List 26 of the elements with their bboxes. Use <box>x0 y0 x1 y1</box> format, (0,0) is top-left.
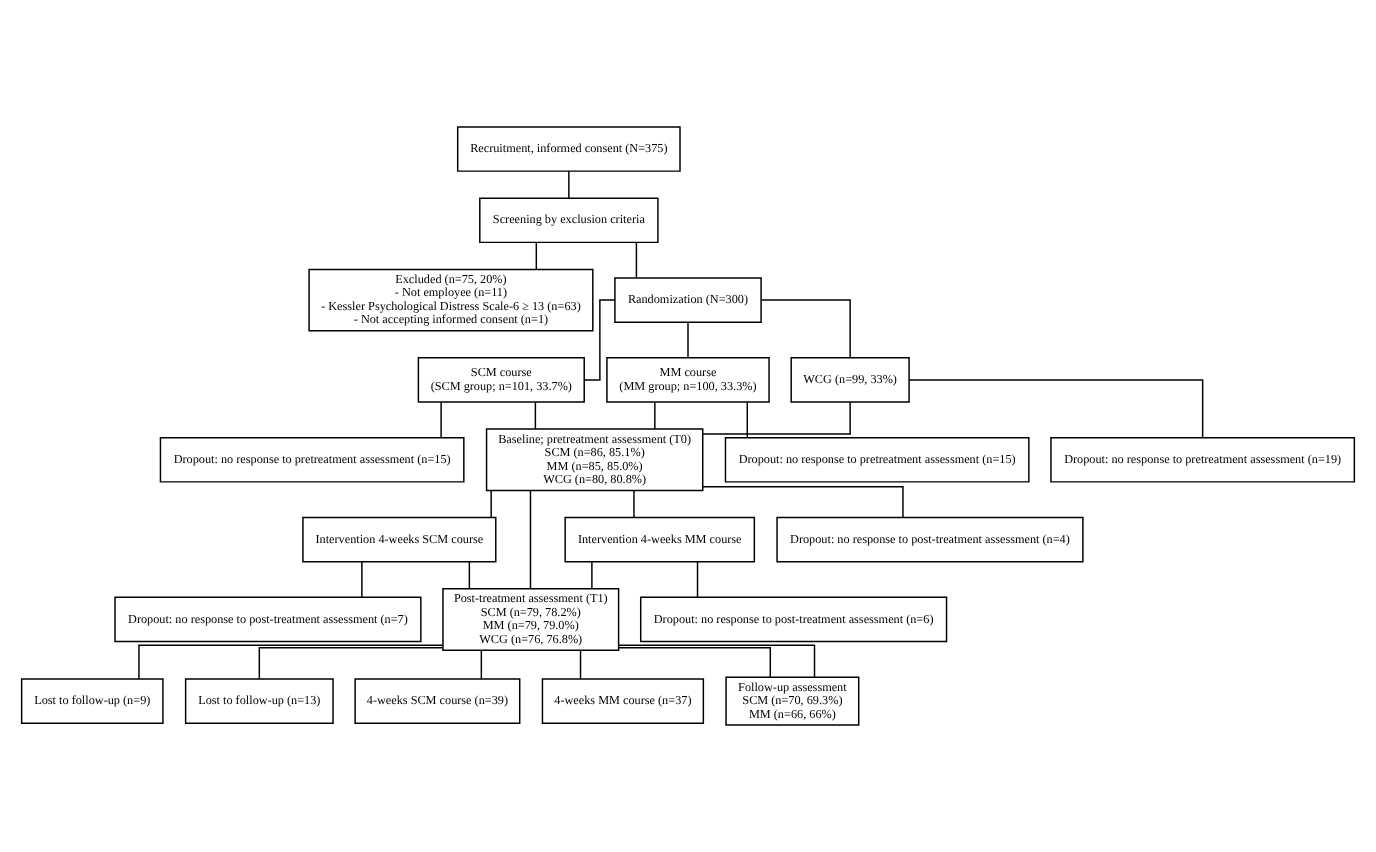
connector <box>702 401 851 435</box>
connector <box>529 489 532 589</box>
connector <box>696 561 699 599</box>
connector <box>702 486 904 518</box>
connector <box>258 646 444 680</box>
connector <box>591 561 593 590</box>
connector <box>138 644 444 680</box>
connector <box>535 241 538 271</box>
connector <box>583 299 616 381</box>
connector <box>760 299 851 359</box>
connector <box>635 241 638 279</box>
connector <box>617 644 816 678</box>
connector <box>490 490 492 518</box>
connector <box>617 646 772 678</box>
connector <box>440 401 442 439</box>
connector <box>468 561 471 590</box>
connector <box>361 561 363 599</box>
connector <box>579 649 582 680</box>
connector <box>908 379 1204 439</box>
connector <box>746 401 748 439</box>
connector <box>568 170 570 199</box>
connector <box>534 401 537 430</box>
connector <box>633 490 635 518</box>
connector <box>480 649 483 680</box>
connector <box>687 321 689 359</box>
connector <box>654 401 656 430</box>
